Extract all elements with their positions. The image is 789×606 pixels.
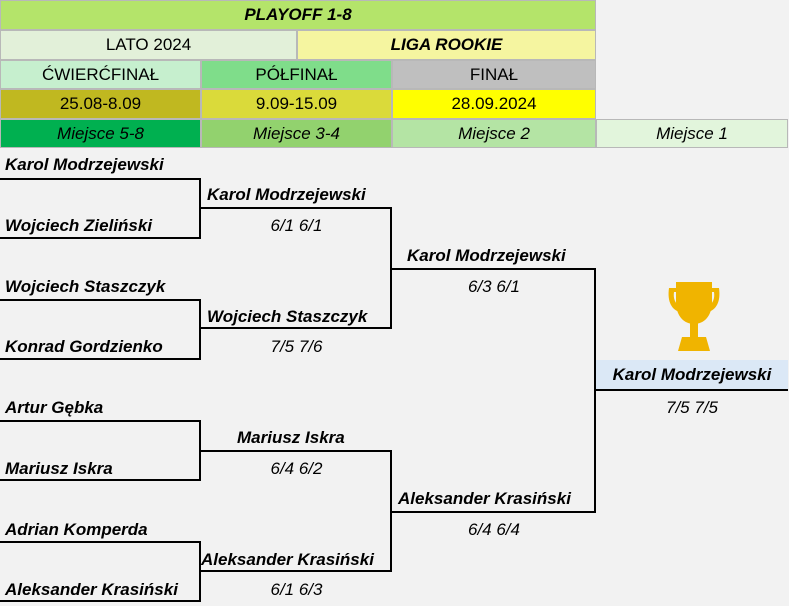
qf1-line-top (0, 178, 201, 180)
place-1: Miejsce 1 (596, 119, 788, 148)
qf1-connector (199, 178, 201, 239)
place-3-4: Miejsce 3-4 (201, 119, 392, 148)
final1-line (392, 268, 596, 270)
sf4-player: Aleksander Krasiński (201, 550, 374, 569)
qf2-line-bottom (0, 358, 201, 360)
sf3-player: Mariusz Iskra (237, 428, 345, 447)
qf2-player1: Wojciech Staszczyk (5, 277, 166, 296)
qf3-player2: Mariusz Iskra (5, 459, 113, 478)
qf4-player1: Adrian Komperda (5, 520, 148, 539)
season-label: LATO 2024 (0, 30, 297, 60)
date-final: 28.09.2024 (392, 89, 596, 119)
sf1-player: Karol Modrzejewski (207, 185, 366, 204)
sf1-line (201, 207, 392, 209)
qf4-line-top (0, 541, 201, 543)
qf1-line-bottom (0, 237, 201, 239)
sf2-score: 7/5 7/6 (270, 337, 323, 356)
qf4-line-bottom (0, 600, 201, 602)
qf3-connector (199, 420, 201, 481)
league-label: LIGA ROOKIE (297, 30, 596, 60)
champion-name: Karol Modrzejewski (596, 360, 788, 390)
sf2-player: Wojciech Staszczyk (207, 307, 368, 326)
sf-bottom-connector (390, 450, 392, 572)
stage-semifinal: PÓŁFINAŁ (201, 60, 392, 89)
final2-player: Aleksander Krasiński (398, 489, 571, 508)
sf4-score: 6/1 6/3 (270, 580, 323, 599)
champion-line (596, 389, 788, 391)
champion-score: 7/5 7/5 (666, 398, 718, 417)
qf2-line-top (0, 299, 201, 301)
final1-score: 6/3 6/1 (468, 277, 520, 296)
final-connector (594, 268, 596, 513)
sf1-score: 6/1 6/1 (270, 216, 323, 235)
qf2-connector (199, 299, 201, 360)
qf1-player1: Karol Modrzejewski (5, 155, 164, 174)
qf4-connector (199, 541, 201, 602)
stage-quarterfinal: ĆWIERĆFINAŁ (0, 60, 201, 89)
place-2: Miejsce 2 (392, 119, 596, 148)
date-semifinal: 9.09-15.09 (201, 89, 392, 119)
qf3-line-bottom (0, 479, 201, 481)
final1-player: Karol Modrzejewski (407, 246, 566, 265)
final2-line (392, 511, 596, 513)
sf-top-connector (390, 207, 392, 329)
stage-final: FINAŁ (392, 60, 596, 89)
sf4-line (201, 570, 392, 572)
qf1-player2: Wojciech Zieliński (5, 216, 153, 235)
sf3-score: 6/4 6/2 (270, 459, 323, 478)
trophy-icon (664, 278, 724, 354)
sf2-line (201, 327, 392, 329)
qf4-player2: Aleksander Krasiński (5, 580, 178, 599)
sf3-line (201, 450, 392, 452)
final2-score: 6/4 6/4 (468, 520, 520, 539)
place-5-8: Miejsce 5-8 (0, 119, 201, 148)
qf2-player2: Konrad Gordzienko (5, 337, 163, 356)
qf3-player1: Artur Gębka (5, 398, 104, 417)
date-quarterfinal: 25.08-8.09 (0, 89, 201, 119)
playoff-title: PLAYOFF 1-8 (0, 0, 596, 30)
qf3-line-top (0, 420, 201, 422)
